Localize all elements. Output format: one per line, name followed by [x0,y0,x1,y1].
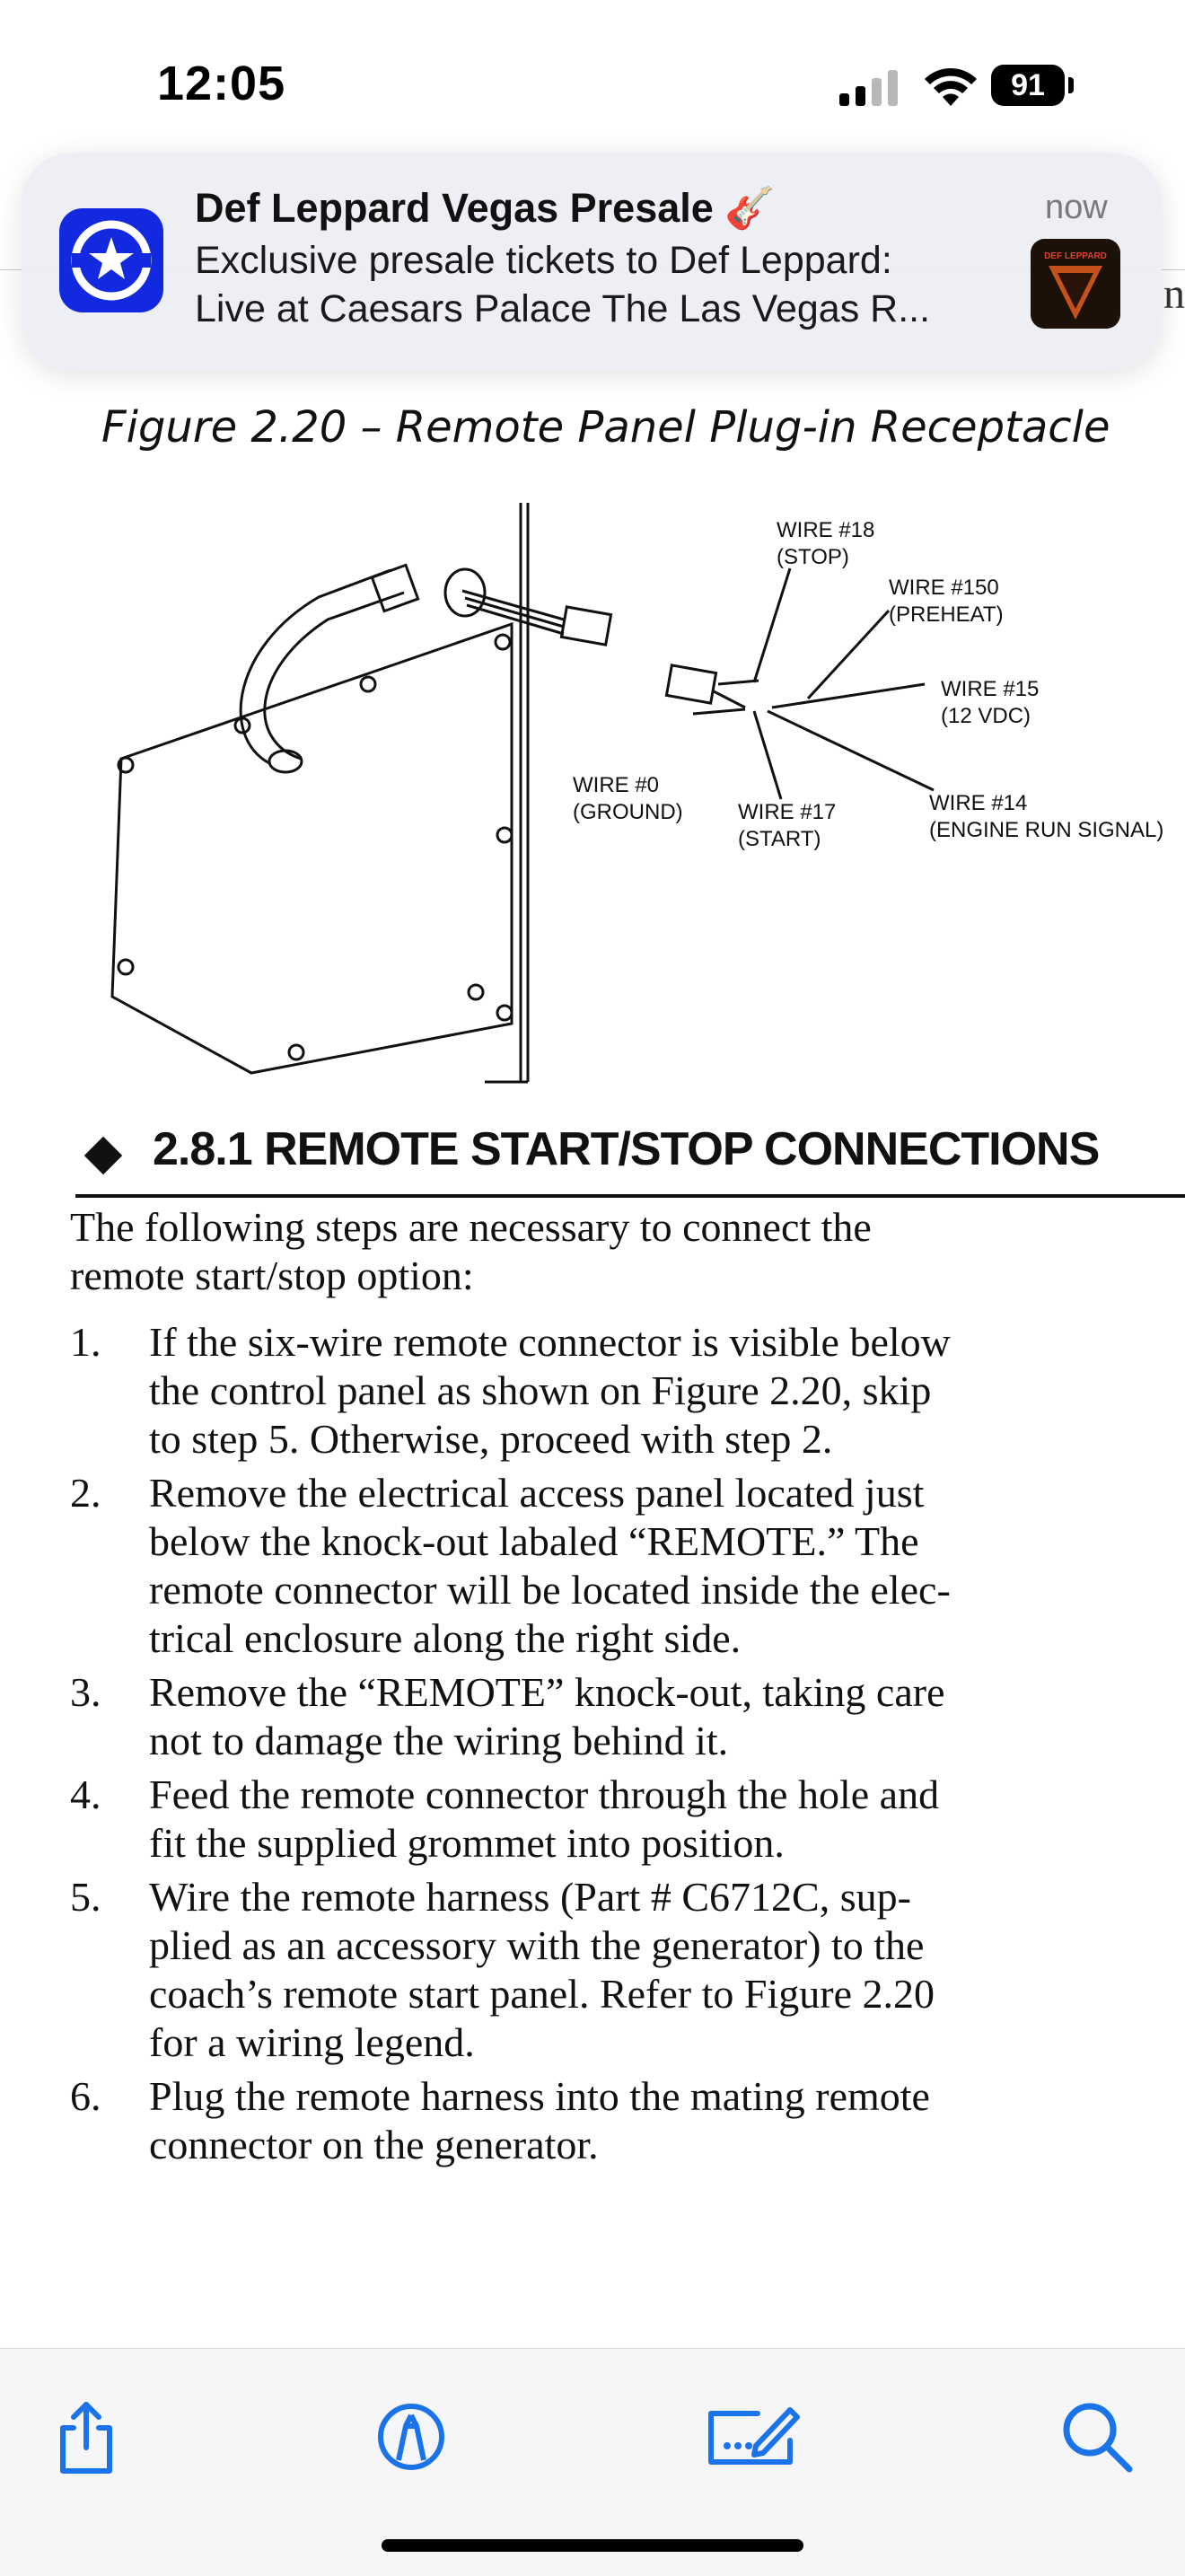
battery-tip [1068,77,1074,93]
battery-indicator: 91 [991,65,1065,106]
diamond-bullet-icon [83,1136,123,1175]
label-wire-15-desc: (12 VDC) [941,704,1031,728]
list-item: 2. Remove the electrical access panel loc… [70,1469,1185,1663]
notification-thumbnail: DEF LEPPARD [1031,239,1120,329]
step-number: 1. [70,1319,101,1365]
thumb-text: DEF LEPPARD [1044,251,1107,261]
step-text: Plug the remote harness into the mating … [149,2073,930,2167]
label-wire-150-desc: (PREHEAT) [889,602,1004,627]
signature-icon[interactable] [704,2394,803,2480]
step-text: Remove the “REMOTE” knock-out, taking ca… [149,1669,945,1763]
steps-list: 1. If the six-wire remote connector is vi… [70,1318,1185,2175]
step-number: 5. [70,1874,101,1920]
status-time: 12:05 [157,57,286,110]
label-wire-17: WIRE #17 [738,800,836,824]
label-wire-15: WIRE #15 [941,677,1039,701]
label-wire-18-desc: (STOP) [777,545,849,569]
label-wire-0: WIRE #0 [573,773,659,797]
step-text: Wire the remote harness (Part # C6712C, … [149,1874,935,2065]
notification-title: Def Leppard Vegas Presale 🎸 [195,185,776,231]
notification-banner[interactable]: Def Leppard Vegas Presale 🎸 Exclusive pr… [22,153,1162,370]
document-edge-text: n [1163,270,1185,318]
label-wire-17-desc: (START) [738,827,821,851]
share-icon[interactable] [43,2394,129,2480]
search-icon[interactable] [1054,2394,1140,2480]
notification-time: now [1045,189,1108,226]
section-title: 2.8.1 REMOTE START/STOP CONNECTIONS [153,1123,1100,1175]
step-number: 2. [70,1470,101,1516]
figure-caption: Figure 2.20 – Remote Panel Plug-in Recep… [101,402,1110,453]
label-wire-0-desc: (GROUND) [573,800,683,824]
step-number: 3. [70,1669,101,1715]
wifi-icon [925,67,977,106]
seatgeek-app-icon [59,208,163,312]
list-item: 6. Plug the remote harness into the matin… [70,2072,1185,2169]
cellular-signal-icon [839,70,898,106]
home-indicator[interactable] [382,2539,803,2552]
list-item: 3. Remove the “REMOTE” knock-out, taking … [70,1668,1185,1765]
list-item: 5. Wire the remote harness (Part # C6712C… [70,1873,1185,2067]
step-number: 4. [70,1772,101,1817]
status-bar: 12:05 91 [0,0,1185,162]
label-wire-150: WIRE #150 [889,576,999,600]
markup-icon[interactable] [368,2394,454,2480]
section-heading: 2.8.1 REMOTE START/STOP CONNECTIONS [75,1122,1185,1198]
list-item: 1. If the six-wire remote connector is vi… [70,1318,1185,1464]
bottom-toolbar [0,2348,1185,2576]
intro-line-2: remote start/stop option: [70,1253,474,1298]
step-number: 6. [70,2073,101,2119]
notification-body-line-2: Live at Caesars Palace The Las Vegas R..… [195,287,931,330]
label-wire-14: WIRE #14 [929,791,1027,815]
step-text: If the six-wire remote connector is visi… [149,1319,951,1462]
label-wire-18: WIRE #18 [777,518,874,542]
list-item: 4. Feed the remote connector through the … [70,1771,1185,1868]
label-wire-14-desc: (ENGINE RUN SIGNAL) [929,818,1163,842]
remote-panel-diagram: WIRE #18 (STOP) WIRE #150 (PREHEAT) WIRE… [110,503,1163,1084]
step-text: Feed the remote connector through the ho… [149,1772,940,1866]
step-text: Remove the electrical access panel locat… [149,1470,951,1661]
app-logo-icon [71,220,152,301]
intro-line-1: The following steps are necessary to con… [70,1204,872,1250]
def-leppard-artwork: DEF LEPPARD [1031,239,1120,329]
notification-body-line-1: Exclusive presale tickets to Def Leppard… [195,239,892,282]
